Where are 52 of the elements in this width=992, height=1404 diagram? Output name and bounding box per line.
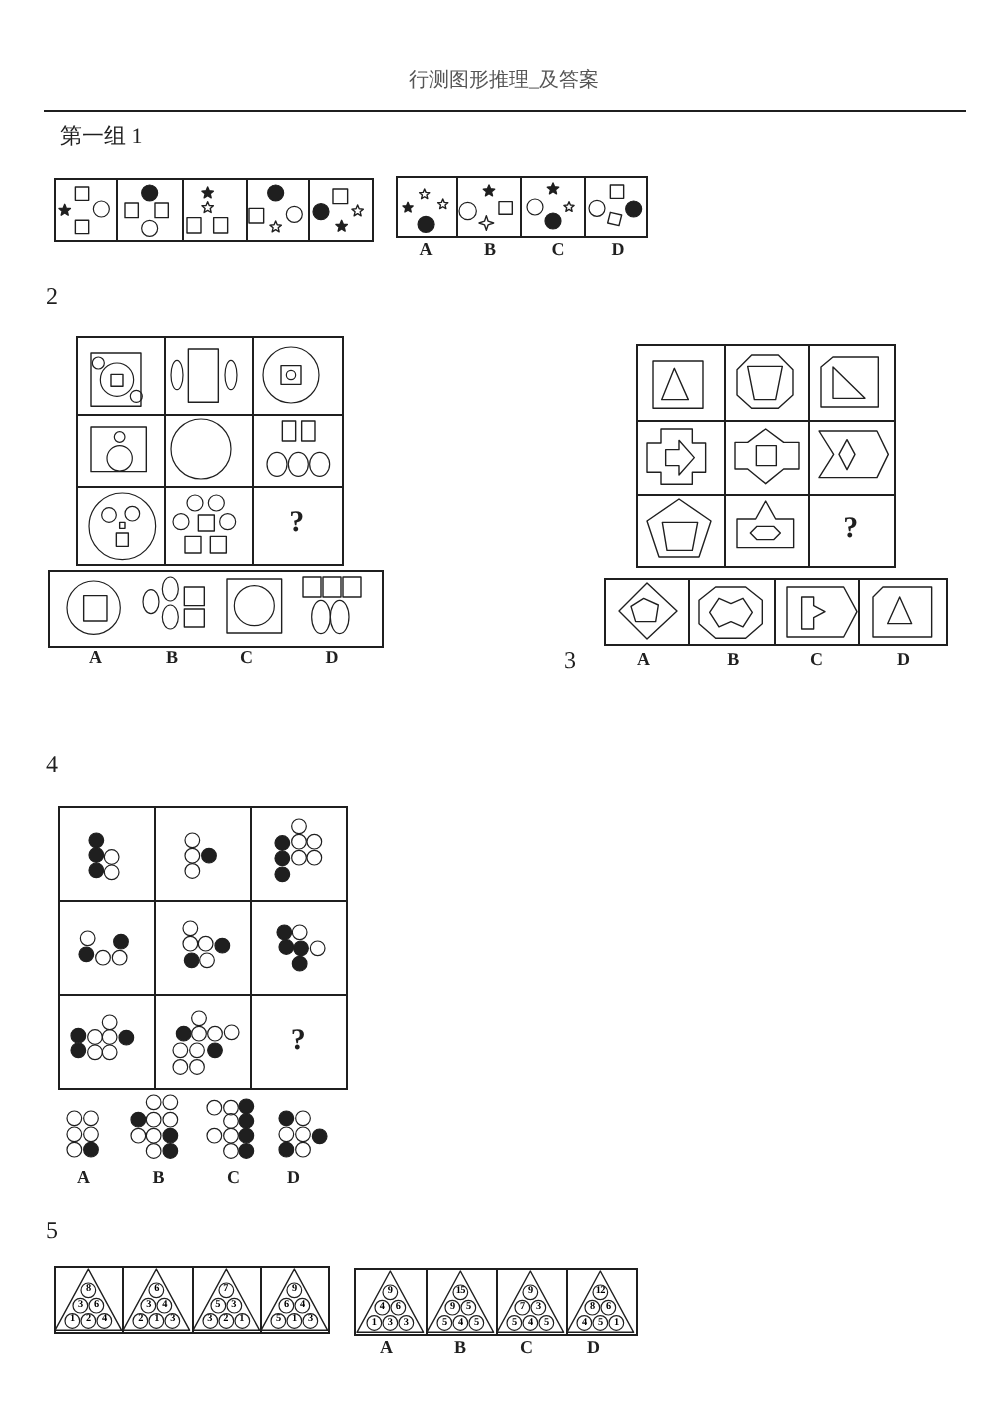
puzzle-cell — [252, 336, 344, 416]
puzzle-cell — [76, 486, 166, 566]
option-letter: B — [152, 1169, 165, 1188]
question-number: 5 — [46, 1218, 58, 1242]
option-letter: D — [325, 649, 339, 668]
option-letter: D — [611, 241, 625, 259]
question-number: 2 — [46, 283, 58, 308]
option-cell — [604, 578, 691, 647]
puzzle-cell — [181, 178, 248, 242]
puzzle-cell — [636, 343, 726, 422]
option-letter: D — [586, 1339, 600, 1357]
puzzle-cell — [76, 336, 166, 416]
option-letter: C — [520, 1339, 534, 1357]
page-title: 行测图形推理_及答案 — [409, 72, 599, 92]
option-cell — [520, 176, 586, 239]
options-panel — [48, 570, 384, 649]
question-number: 3 — [564, 647, 576, 671]
puzzle-cell — [308, 178, 374, 242]
option-cell — [773, 578, 861, 647]
question-mark: ? — [289, 509, 305, 540]
option-letter: A — [76, 1169, 90, 1188]
option-letter: A — [419, 241, 433, 259]
puzzle-cell — [636, 493, 726, 569]
puzzle-cell — [58, 994, 157, 1091]
option-cell — [858, 578, 948, 647]
option-letter: A — [380, 1339, 394, 1357]
puzzle-cell — [250, 994, 349, 1091]
option-letter: D — [286, 1169, 300, 1188]
question-mark: ? — [290, 1026, 306, 1057]
option-letter: D — [896, 651, 910, 669]
option-letter: C — [810, 651, 824, 669]
option-cell — [688, 578, 776, 647]
question-mark: ? — [843, 514, 859, 545]
option-letter: A — [636, 651, 650, 669]
option-letter: B — [484, 241, 496, 259]
puzzle-cell — [250, 806, 349, 902]
option-letter: A — [88, 649, 102, 668]
puzzle-cell — [808, 343, 896, 422]
puzzle-cell — [808, 493, 896, 569]
option-letter: C — [240, 649, 254, 668]
puzzle-cell — [116, 178, 184, 242]
option-cell — [396, 176, 458, 239]
option-letter: B — [727, 651, 740, 669]
option-letter: B — [166, 649, 178, 668]
question-number: 4 — [46, 751, 58, 776]
option-cell — [583, 176, 648, 239]
option-letter: C — [551, 241, 565, 259]
group-heading: 第一组 1 — [60, 127, 143, 150]
option-letter: B — [454, 1339, 466, 1357]
option-letter: C — [226, 1169, 240, 1188]
puzzle-cell — [252, 486, 344, 566]
puzzle-cell — [58, 806, 157, 902]
